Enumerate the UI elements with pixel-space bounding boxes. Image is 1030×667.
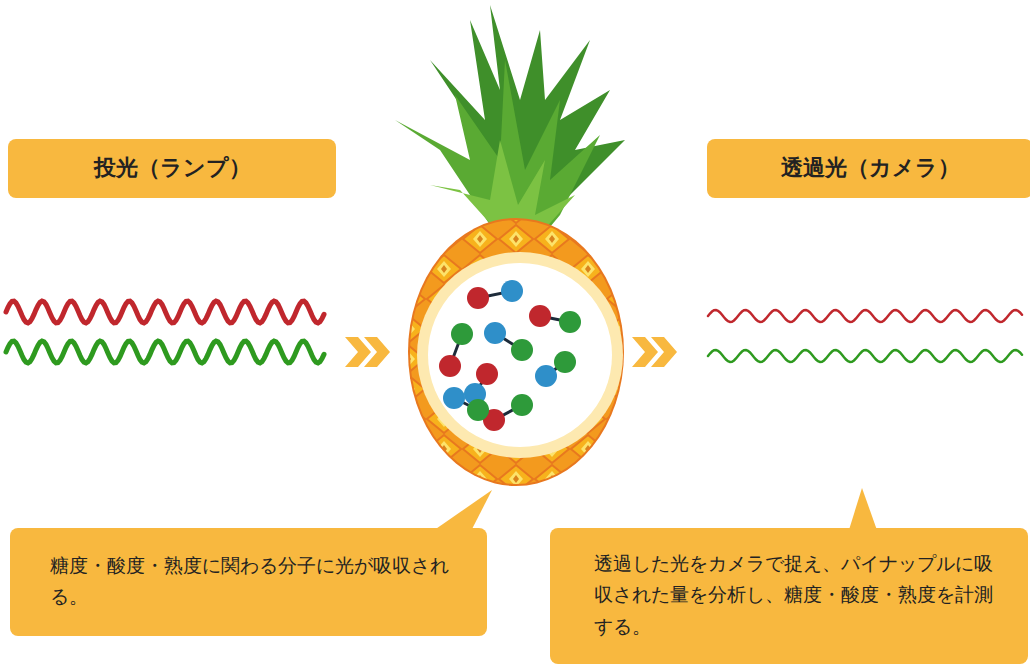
callout-pointer (848, 488, 878, 533)
green-wave (708, 350, 1022, 362)
callout-box: 透過した光をカメラで捉え、パイナップルに吸収された量を分析し、糖度・酸度・熟度を… (550, 528, 1028, 664)
red-wave (708, 310, 1022, 322)
green-wave (6, 341, 324, 363)
callout-box: 糖度・酸度・熟度に関わる分子に光が吸収される。 (10, 528, 487, 636)
red-wave (6, 301, 324, 323)
molecules (439, 280, 581, 431)
node-text: 透過した光をカメラで捉え、パイナップルに吸収された量を分析し、糖度・酸度・熟度を… (594, 548, 1004, 642)
node-text: 透過光（カメラ） (781, 155, 960, 181)
label-box: 透過光（カメラ） (707, 139, 1030, 198)
node-text: 糖度・酸度・熟度に関わる分子に光が吸収される。 (50, 550, 457, 613)
pineapple-leaves (395, 5, 625, 245)
node-text: 投光（ランプ） (94, 155, 251, 181)
callout-pointer (430, 490, 492, 533)
label-box: 投光（ランプ） (8, 139, 336, 198)
